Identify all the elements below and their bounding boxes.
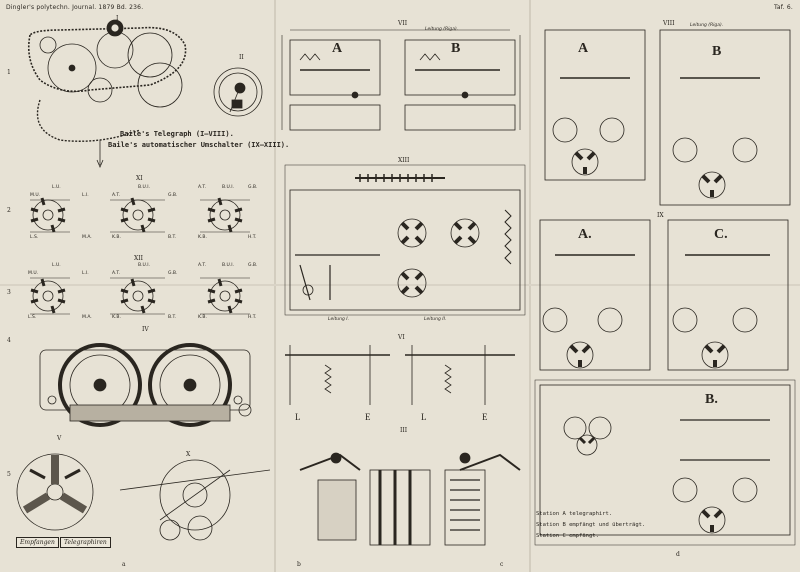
row-number: 3: [7, 289, 11, 296]
station-label: C.: [714, 227, 728, 242]
column-letter: d: [676, 551, 680, 558]
figure-number: XIII: [398, 157, 410, 164]
station-label: A.: [578, 227, 592, 242]
switch-label: A.T.: [112, 193, 121, 198]
fig-a-commutator: [16, 453, 94, 531]
fig-xi-switches: [30, 197, 250, 233]
column-letter: b: [297, 561, 301, 568]
switch-label: K.B.: [198, 235, 207, 240]
row-number: 1: [7, 69, 11, 76]
switch-label: M.U.: [30, 193, 41, 198]
figure-number: X: [186, 451, 191, 458]
legend-station-a: Station A telegraphirt.: [536, 511, 613, 517]
fig-viii-stations: [544, 29, 791, 206]
switch-label: A.T.: [198, 185, 207, 190]
column-letter: c: [500, 561, 504, 568]
fig-iv-twin-dials: [39, 343, 252, 427]
switch-label: B.T.: [168, 235, 177, 240]
switch-label: L.S.: [30, 235, 39, 240]
caption-telegraph: Baile's Telegraph (I—VIII).: [120, 130, 234, 138]
empfangen-label: Empfangen: [16, 537, 59, 548]
figure-number: I: [116, 15, 119, 22]
telegraphiren-label: Telegraphiren: [60, 537, 111, 548]
switch-label: L.I.: [82, 271, 89, 276]
switch-label: M.U.: [28, 271, 39, 276]
switch-label: G.B.: [248, 185, 258, 190]
switch-label: B.U.I.: [138, 185, 150, 190]
fig-ii-dial: [213, 67, 263, 117]
switch-label: K.B.: [112, 235, 121, 240]
legend-station-c: Station C empfängt.: [536, 533, 599, 539]
figure-number: XI: [136, 175, 143, 182]
figure-number: IV: [142, 326, 149, 333]
earth-terminal-label: E: [365, 412, 371, 422]
switch-label: G.B.: [168, 193, 178, 198]
line-label: Leitung II.: [424, 317, 447, 322]
station-label: A: [578, 41, 589, 56]
earth-terminal-label: E: [482, 412, 488, 422]
switch-label: G.B.: [248, 263, 258, 268]
figure-number: VI: [398, 334, 405, 341]
row-number: 5: [7, 471, 11, 478]
switch-label: B.U.I.: [222, 263, 234, 268]
fig-xiii-switchboard: [284, 164, 526, 316]
row-number: 2: [7, 207, 11, 214]
switch-label: G.B.: [168, 271, 178, 276]
fig-i-clockwork: [27, 19, 187, 169]
switch-label: L.U.: [52, 185, 61, 190]
line-terminal-label: L: [295, 412, 301, 422]
switch-label: M.A.: [82, 315, 92, 320]
column-letter: a: [122, 561, 126, 568]
figure-number: XII: [134, 255, 144, 262]
fig-d-station: [534, 379, 796, 546]
station-label: B: [451, 41, 461, 56]
switch-label: A.T.: [198, 263, 207, 268]
switch-label: L.S.: [28, 315, 37, 320]
fig-iii-relays: [299, 452, 521, 546]
line-label: Leitung (Riga).: [425, 27, 459, 32]
switch-label: A.T.: [112, 271, 121, 276]
line-terminal-label: L: [421, 412, 427, 422]
line-label: Leitung I.: [328, 317, 350, 322]
figure-number: IX: [657, 212, 664, 219]
switch-label: B.U.I.: [138, 263, 150, 268]
station-label: B: [712, 44, 722, 59]
switch-label: B.T.: [168, 315, 177, 320]
switch-label: H.T.: [248, 235, 257, 240]
switch-label: L.I.: [82, 193, 89, 198]
caption-switch: Baile's automatischer Umschalter (IX—XII…: [108, 141, 290, 149]
switch-label: K.B.: [198, 315, 207, 320]
journal-header: Dingler's polytechn. Journal. 1879 Bd. 2…: [6, 4, 144, 11]
fig-ix-stations: [539, 219, 789, 371]
plate-number: Taf. 6.: [774, 4, 793, 11]
station-label: B.: [705, 392, 718, 407]
fig-vi-lines: [285, 345, 515, 405]
fig-xii-switches: [30, 277, 250, 315]
switch-label: B.U.I.: [222, 185, 234, 190]
legend-station-b: Station B empfängt und überträgt.: [536, 522, 646, 528]
switch-label: H.T.: [248, 315, 257, 320]
switch-label: M.A.: [82, 235, 92, 240]
switch-label: L.U.: [52, 263, 61, 268]
station-label: A: [332, 41, 343, 56]
figure-number: III: [400, 427, 408, 434]
figure-number: VII: [398, 20, 408, 27]
figure-number: VIII: [663, 20, 675, 27]
row-number: 4: [7, 337, 11, 344]
fig-vii-circuits: [281, 29, 521, 131]
figure-number: V: [57, 435, 62, 442]
figure-number: II: [239, 54, 244, 61]
switch-label: K.B.: [112, 315, 121, 320]
fig-x-mechanism: [119, 459, 271, 541]
line-label: Leitung (Riga).: [690, 23, 724, 28]
